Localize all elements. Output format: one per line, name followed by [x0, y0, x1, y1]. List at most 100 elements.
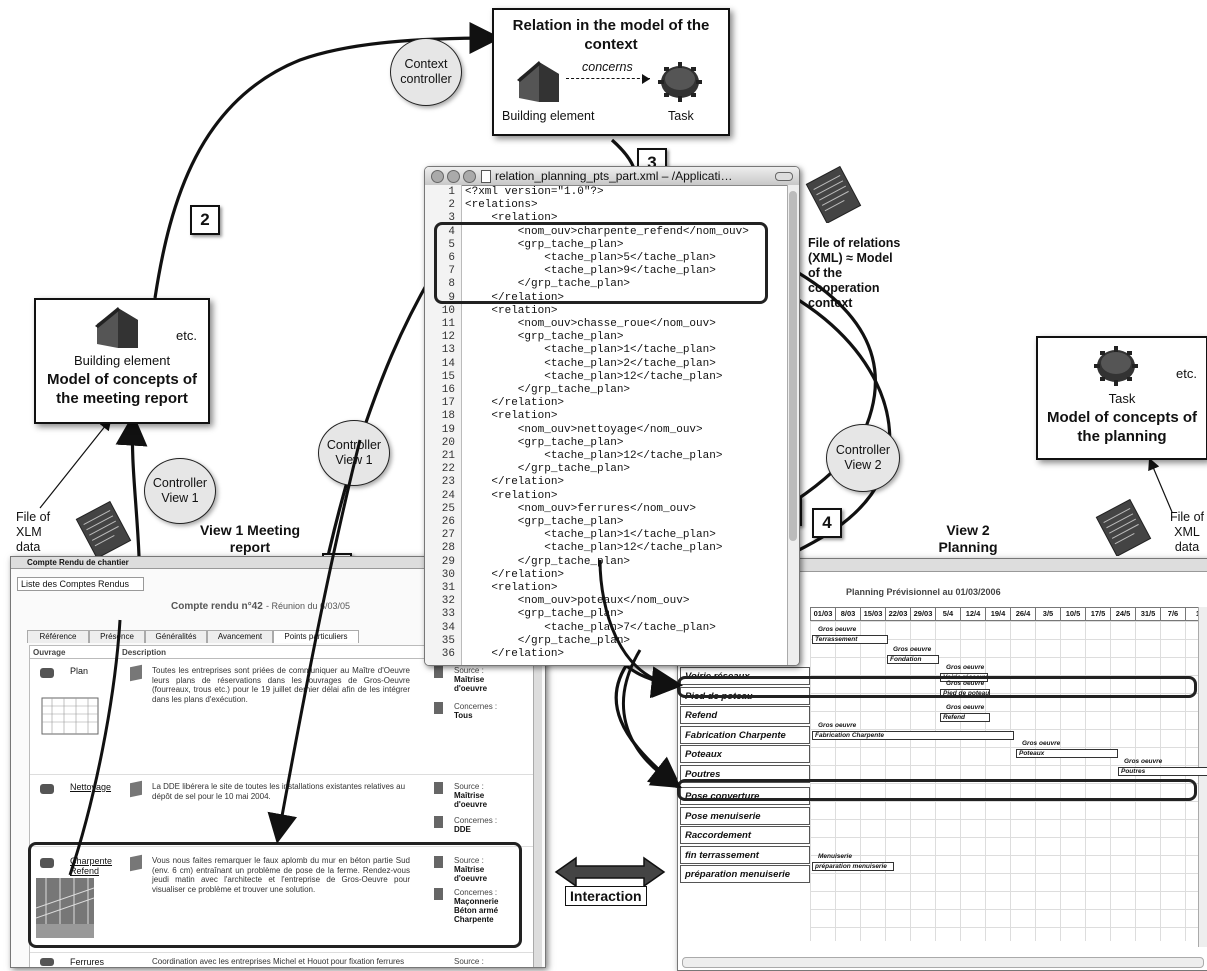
date-header-cell: 24/5 — [1111, 608, 1136, 620]
controller-view2-label: Controller View 2 — [835, 443, 891, 472]
row-concern-label: Concernes : — [454, 816, 498, 825]
row-name[interactable]: Charpente Refend — [70, 856, 113, 876]
controller-view2: Controller View 2 — [826, 424, 900, 492]
xml-line: 31 <relation> — [425, 582, 785, 595]
xml-line-number: 32 — [441, 595, 455, 608]
interaction-label: Interaction — [565, 886, 647, 906]
xml-line-number: 22 — [441, 463, 455, 476]
xml-line-number: 25 — [441, 502, 455, 515]
row-concern-label: Concernes : — [454, 702, 498, 711]
gantt-bar[interactable]: Poteaux — [1016, 749, 1118, 758]
xml-code-area[interactable]: 1<?xml version="1.0"?>2<relations>3 <rel… — [425, 186, 785, 664]
xml-line-number: 29 — [441, 555, 455, 568]
document-icon — [481, 170, 491, 183]
tab-avancement[interactable]: Avancement — [207, 630, 273, 643]
xml-line: 36 </relation> — [425, 648, 785, 661]
document-icon — [75, 500, 132, 558]
meeting-report-window: Compte Rendu de chantier Liste des Compt… — [10, 556, 546, 968]
tab-presence[interactable]: Présence — [89, 630, 145, 643]
context-model-box: Relation in the model of the context con… — [492, 8, 730, 136]
highlight-pose-couverture-row — [677, 779, 1197, 801]
report-titlebar: Compte Rendu de chantier — [11, 557, 545, 569]
gantt-bar[interactable]: Refend — [940, 713, 990, 722]
context-model-title: Relation in the model of the context — [512, 17, 710, 53]
xml-line: 3 <relation> — [425, 212, 785, 225]
planning-row-label[interactable]: Poutres — [680, 764, 810, 783]
xml-line: 33 <grp_tache_plan> — [425, 608, 785, 621]
gantt-bar-group-label: Gros oeuvre — [946, 680, 985, 687]
xml-line-number: 4 — [448, 225, 455, 238]
xml-scrollbar[interactable] — [787, 185, 799, 665]
task-label: Task — [1108, 391, 1136, 406]
xml-line-number: 9 — [448, 291, 455, 304]
xml-line: 14 <tache_plan>2</tache_plan> — [425, 358, 785, 371]
gantt-bar[interactable]: Terrassement — [812, 635, 888, 644]
report-list-select[interactable]: Liste des Comptes Rendus — [17, 577, 145, 591]
date-header-cell: 29/03 — [911, 608, 936, 620]
gantt-bar-group-label: Gros oeuvre — [946, 704, 985, 711]
planning-row-label[interactable]: Poteaux — [680, 745, 810, 763]
file-xml-label: File of XML data — [1169, 510, 1205, 554]
tab-generalites[interactable]: Généralités — [145, 630, 207, 643]
concerns-label: concerns — [582, 60, 633, 74]
planning-row-label[interactable]: Fabrication Charpente — [680, 725, 810, 744]
gear-icon — [658, 62, 702, 102]
planning-scrollbar-h[interactable] — [682, 957, 1204, 968]
planning-row-label[interactable]: Raccordement — [680, 826, 810, 844]
file-relations-label: File of relations (XML) ≈ Model of the c… — [808, 236, 901, 310]
gantt-bar[interactable]: Fondation — [887, 655, 939, 664]
xml-line-number: 31 — [441, 582, 455, 594]
arrow-4-right-b — [614, 280, 892, 789]
xml-line: 25 <nom_ouv>ferrures</nom_ouv> — [425, 503, 785, 516]
xml-line-code: <grp_tache_plan> — [465, 436, 624, 449]
toolbar-toggle[interactable] — [775, 172, 793, 181]
xml-line-number: 27 — [441, 529, 455, 542]
zoom-button[interactable] — [463, 170, 476, 183]
xml-line: 12 <grp_tache_plan> — [425, 331, 785, 344]
meeting-concepts-title: Model of concepts of the meeting report — [47, 371, 197, 407]
document-icon — [1095, 498, 1152, 556]
planning-row-label[interactable]: fin terrassement — [680, 845, 810, 864]
xml-line: 35 </grp_tache_plan> — [425, 635, 785, 648]
row-name[interactable]: Nettoyage — [70, 782, 112, 792]
report-scrollbar[interactable] — [533, 645, 542, 967]
xml-line-code: </grp_tache_plan> — [465, 463, 631, 476]
xml-line: 1<?xml version="1.0"?> — [425, 186, 785, 199]
xml-line: 20 <grp_tache_plan> — [425, 437, 785, 450]
plan-thumbnail — [41, 697, 99, 735]
date-header-cell: 1 — [1186, 608, 1207, 620]
planning-row-label[interactable]: Refend — [680, 706, 810, 724]
planning-row-label[interactable]: Pose menuiserie — [680, 806, 810, 825]
close-button[interactable] — [431, 170, 444, 183]
tab-reference[interactable]: Référence — [27, 630, 89, 643]
file-xlm-label: File of XLM data — [16, 510, 51, 554]
xml-line-code: </grp_tache_plan> — [465, 278, 631, 291]
xml-line-number: 14 — [441, 357, 455, 370]
minimize-button[interactable] — [447, 170, 460, 183]
xml-line-number: 16 — [441, 384, 455, 396]
xml-line-number: 24 — [441, 489, 455, 502]
xml-line: 7 <tache_plan>9</tache_plan> — [425, 265, 785, 278]
meeting-concepts-box: etc. Building element Model of concepts … — [34, 298, 210, 424]
xml-line-code: <tache_plan>5</tache_plan> — [465, 252, 716, 264]
gantt-bar[interactable]: Poutres — [1118, 767, 1207, 776]
xml-line: 10 <relation> — [425, 305, 785, 318]
planning-concepts-box: etc. Task Model of concepts of the plann… — [1036, 336, 1207, 460]
xml-scroll-thumb[interactable] — [789, 191, 797, 541]
planning-row-label[interactable]: préparation menuiserie — [680, 865, 810, 883]
gantt-bar[interactable]: Fabrication Charpente — [812, 731, 1014, 740]
xml-line-number: 17 — [441, 397, 455, 410]
row-source-label: Source : — [454, 782, 484, 791]
xml-line-code: </grp_tache_plan> — [465, 384, 631, 396]
xml-line-code: <tache_plan>1</tache_plan> — [465, 344, 716, 357]
row-name[interactable]: Ferrures — [70, 957, 105, 967]
row-concern: DDE — [454, 825, 471, 834]
gantt-bar-group-label: Menuiserie — [818, 853, 852, 860]
planning-scrollbar-v[interactable] — [1198, 607, 1207, 947]
building-icon — [95, 307, 138, 348]
gantt-bar[interactable]: préparation menuiserie — [812, 862, 894, 871]
xml-line-code: <relation> — [465, 582, 558, 594]
xml-line-code: <grp_tache_plan> — [465, 516, 624, 528]
xml-line: 2<relations> — [425, 199, 785, 212]
row-description: La DDE libérera le site de toutes les in… — [152, 782, 406, 801]
